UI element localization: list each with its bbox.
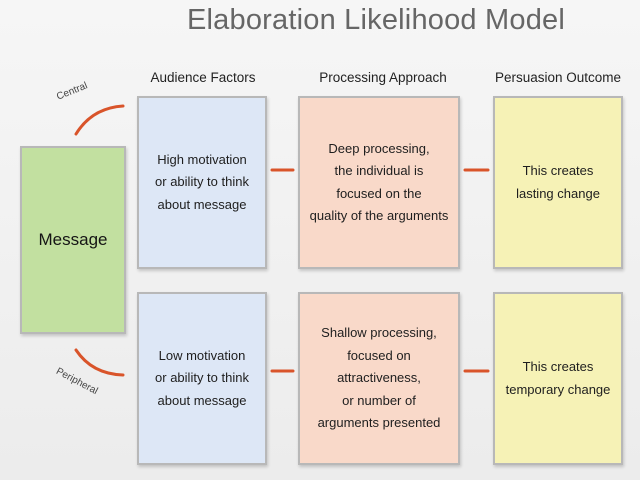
- central-audience-box: High motivation or ability to think abou…: [137, 96, 267, 269]
- central-outcome-text: This creates lasting change: [516, 163, 600, 201]
- central-branch-arc: [74, 104, 125, 136]
- central-processing-box: Deep processing, the individual is focus…: [298, 96, 460, 269]
- central-audience-text: High motivation or ability to think abou…: [155, 151, 249, 212]
- peripheral-processing-text: Shallow processing, focused on attractiv…: [317, 325, 441, 431]
- message-label: Message: [38, 229, 108, 249]
- diagram-title: Elaboration Likelihood Model: [186, 4, 565, 36]
- peripheral-outcome-text: This creates temporary change: [505, 359, 611, 397]
- central-processing-text: Deep processing, the individual is focus…: [309, 140, 449, 224]
- peripheral-audience-box: Low motivation or ability to think about…: [137, 292, 267, 465]
- peripheral-branch-label: Peripheral: [54, 365, 100, 398]
- column-header-audience: Audience Factors: [150, 70, 256, 85]
- central-branch-label: Central: [55, 80, 90, 103]
- peripheral-branch-arc: [74, 348, 125, 377]
- peripheral-outcome-box: This creates temporary change: [493, 292, 623, 465]
- peripheral-processing-box: Shallow processing, focused on attractiv…: [298, 292, 460, 465]
- message-box: Message: [20, 146, 126, 334]
- peripheral-audience-text: Low motivation or ability to think about…: [155, 347, 249, 408]
- central-outcome-box: This creates lasting change: [493, 96, 623, 269]
- column-header-processing: Processing Approach: [319, 70, 447, 85]
- column-header-outcome: Persuasion Outcome: [494, 70, 622, 85]
